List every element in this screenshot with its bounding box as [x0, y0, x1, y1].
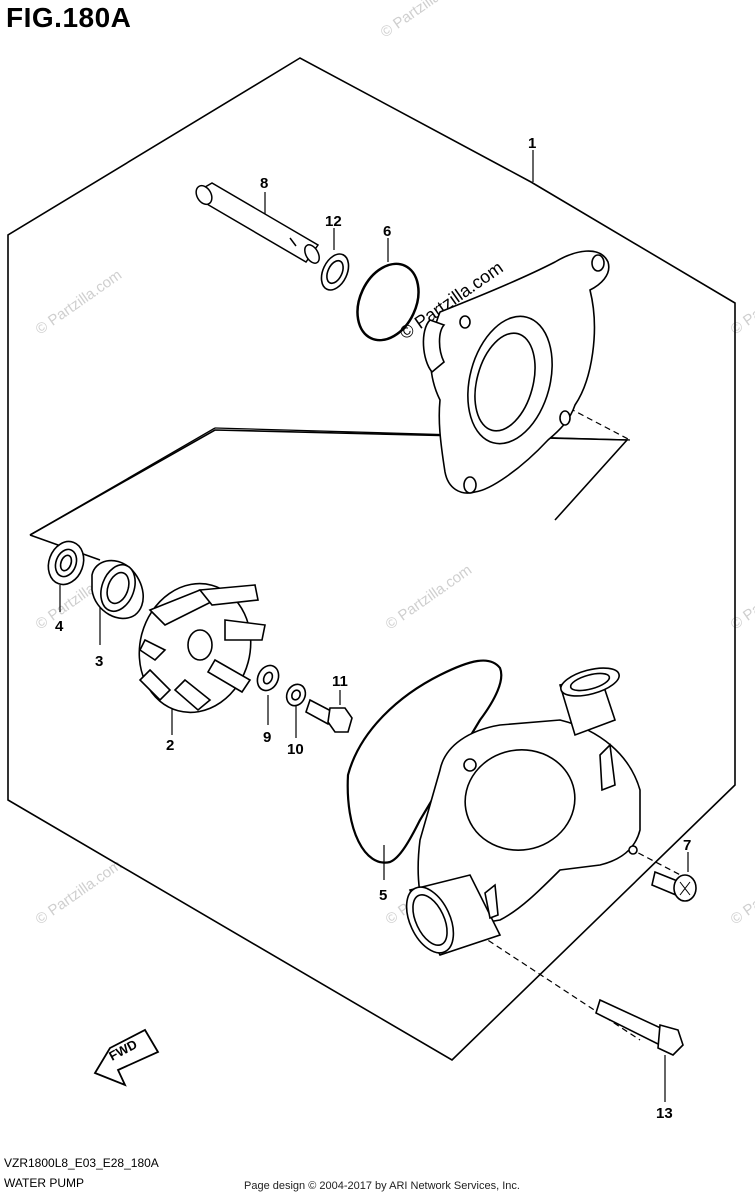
callout-11: 11	[332, 673, 348, 690]
part-6-o-ring	[356, 262, 420, 342]
callout-4: 4	[55, 618, 64, 635]
forward-arrow-icon: FWD	[93, 1028, 160, 1087]
assembly-outline	[7, 57, 736, 1061]
callout-5: 5	[379, 887, 387, 904]
copyright-notice: Page design © 2004-2017 by ARI Network S…	[244, 1180, 520, 1192]
pump-body	[405, 667, 641, 956]
callout-labels: 1 2 3 4 5 6 7 8 9 10 11 12 13	[55, 135, 691, 1122]
diagram-code: VZR1800L8_E03_E28_180A	[4, 1156, 159, 1170]
callout-6: 6	[383, 223, 391, 240]
watermark-layer: © Partzilla.com © Partzilla.com © Partzi…	[33, 0, 755, 928]
callout-1: 1	[528, 135, 536, 152]
figure-title: FIG.180A	[6, 2, 132, 33]
callout-12: 12	[325, 213, 342, 230]
callout-3: 3	[95, 653, 103, 670]
part-9-washer	[256, 664, 280, 692]
watermark: © Partzilla.com	[33, 266, 126, 338]
part-4-oil-seal	[47, 540, 85, 586]
callout-10: 10	[287, 741, 304, 758]
callout-13: 13	[656, 1105, 673, 1122]
section-boundary	[29, 427, 631, 536]
watermark: © Partzilla.com	[33, 856, 126, 928]
callout-7: 7	[683, 837, 691, 854]
part-7-bolt	[651, 870, 697, 902]
callout-8: 8	[260, 175, 268, 192]
part-3-mechanical-seal	[91, 559, 144, 620]
part-1-pump-cover	[422, 250, 610, 494]
callout-2: 2	[166, 737, 174, 754]
part-8-shaft	[195, 182, 320, 264]
part-13-bolt	[595, 998, 684, 1056]
callout-9: 9	[263, 729, 271, 746]
diagram-name: WATER PUMP	[4, 1176, 84, 1190]
watermark: © Partzilla.com	[383, 561, 476, 633]
watermark: © Partzilla.com	[728, 856, 755, 928]
part-10-washer	[285, 683, 307, 707]
part-5-gasket	[346, 659, 503, 864]
watermark: © Partzilla.com	[728, 266, 755, 338]
part-12-washer	[320, 253, 350, 291]
watermark: © Partzilla.com	[728, 561, 755, 633]
part-2-impeller	[138, 582, 266, 714]
part-11-bolt	[305, 698, 353, 733]
watermark: © Partzilla.com	[378, 0, 471, 41]
